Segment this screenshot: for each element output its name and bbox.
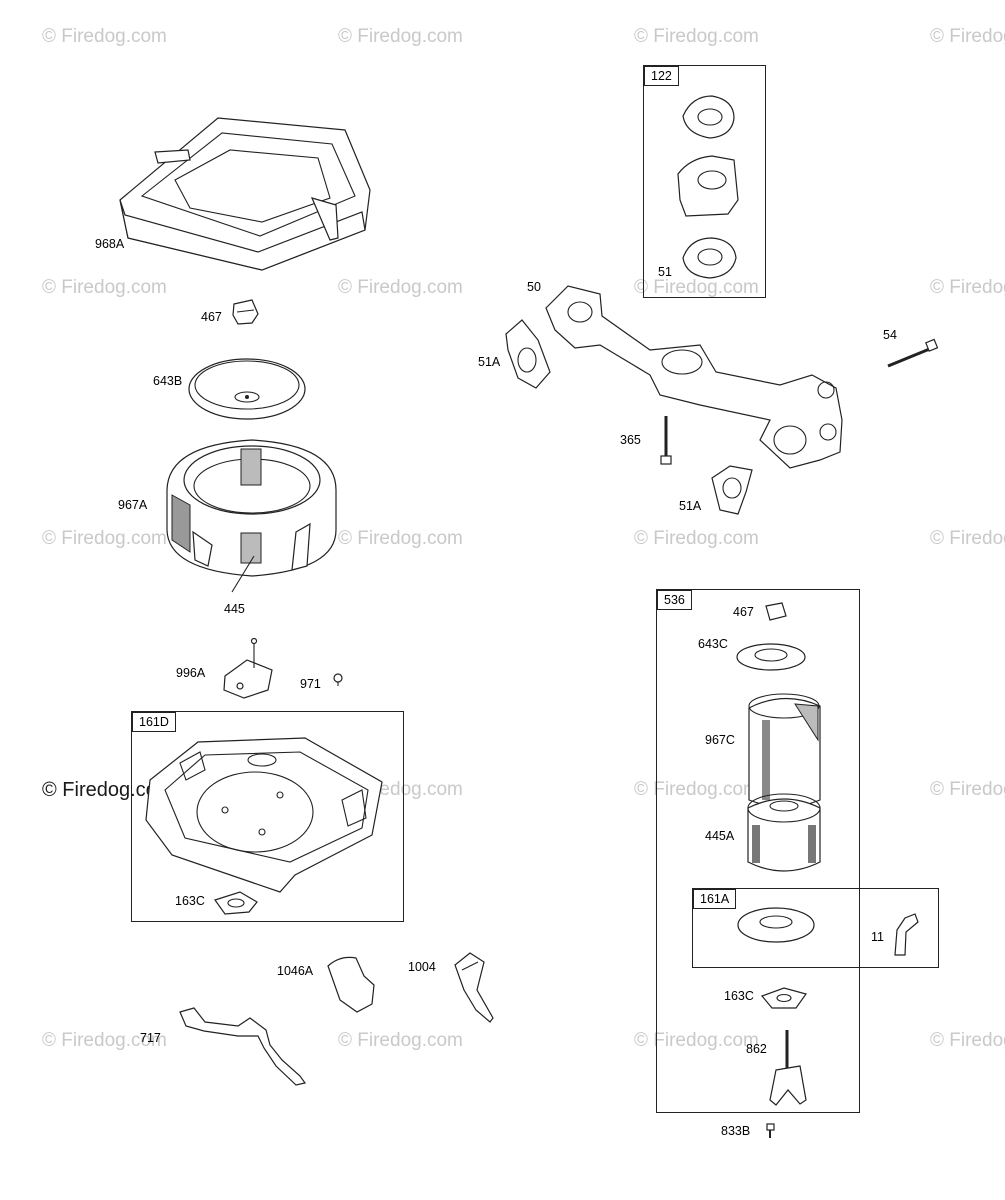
part-label-833b: 833B: [721, 1124, 751, 1138]
watermark: © Firedog.com: [634, 277, 759, 298]
screw-971-drawing: [333, 673, 343, 686]
watermark: © Firedog.com: [930, 528, 1005, 549]
cover-968a-drawing: [119, 117, 371, 271]
gasket-163c-left-drawing: [214, 891, 258, 915]
part-label-11: 11: [871, 930, 884, 944]
bolt-365-drawing: [660, 416, 672, 465]
part-label-1004: 1004: [408, 960, 436, 974]
group-box-161a: 161A: [692, 888, 939, 968]
part-label-51a-right: 51A: [679, 499, 702, 513]
watermark: © Firedog.com: [634, 26, 759, 47]
watermark: © Firedog.com: [634, 1030, 759, 1051]
part-label-163c-right: 163C: [724, 989, 754, 1003]
screw-833b-drawing: [766, 1123, 775, 1138]
bolt-54-drawing: [887, 338, 939, 368]
group-box-122: 122: [643, 65, 766, 298]
part-label-163c-left: 163C: [175, 894, 205, 908]
filter-cap-643b-drawing: [188, 358, 306, 420]
watermark: © Firedog.com: [42, 1030, 167, 1051]
gasket-163c-right-drawing: [760, 987, 807, 1009]
base-161d-drawing: [145, 737, 383, 893]
stud-862-drawing: [769, 1030, 807, 1106]
group-tag-122: 122: [644, 66, 679, 86]
cap-643c-drawing: [736, 643, 806, 671]
gasket-51a-left-drawing: [505, 319, 551, 389]
part-label-365: 365: [620, 433, 641, 447]
part-label-643b: 643B: [153, 374, 183, 388]
watermark: © Firedog.com: [42, 277, 167, 298]
filter-445a-drawing: [747, 793, 821, 872]
knob-467-right-drawing: [765, 602, 787, 621]
base-161a-drawing: [737, 907, 815, 943]
part-label-51a-left: 51A: [478, 355, 501, 369]
group-tag-536: 536: [657, 590, 692, 610]
part-label-971: 971: [300, 677, 321, 691]
part-label-50: 50: [527, 280, 541, 294]
manifold-50-drawing: [545, 285, 843, 469]
part-label-717: 717: [140, 1031, 161, 1045]
watermark: © Firedog.com: [338, 277, 463, 298]
bracket-1004-drawing: [454, 952, 494, 1023]
part-label-862: 862: [746, 1042, 767, 1056]
watermark: © Firedog.com: [930, 779, 1005, 800]
part-label-996a: 996A: [176, 666, 206, 680]
watermark: © Firedog.com: [930, 277, 1005, 298]
shield-1046a-drawing: [327, 956, 375, 1013]
part-label-467: 467: [201, 310, 222, 324]
bracket-996a-drawing: [223, 637, 273, 699]
part-label-445a: 445A: [705, 829, 735, 843]
gasket-stack-122-drawing: [677, 95, 739, 279]
watermark: © Firedog.com: [338, 528, 463, 549]
part-label-51: 51: [658, 265, 672, 279]
watermark-featured: © Firedog.com: [42, 779, 174, 801]
watermark: © Firedog.com: [634, 779, 759, 800]
watermark: © Firedog.com: [634, 528, 759, 549]
watermark: © Firedog.com: [930, 26, 1005, 47]
group-box-161d: 161D: [131, 711, 404, 922]
pre-cleaner-967c-drawing: [748, 693, 821, 808]
watermark: © Firedog.com: [42, 26, 167, 47]
group-tag-161a: 161A: [693, 889, 737, 909]
group-box-536: 536: [656, 589, 860, 1113]
watermark: © Firedog.com: [338, 26, 463, 47]
pre-cleaner-967a-drawing: [166, 439, 337, 593]
bracket-717-drawing: [179, 1007, 307, 1086]
knob-467-drawing: [232, 299, 259, 325]
tube-11-drawing: [894, 913, 919, 956]
part-label-445: 445: [224, 602, 245, 616]
part-label-467-right: 467: [733, 605, 754, 619]
watermark: © Firedog.com: [930, 1030, 1005, 1051]
part-label-968a: 968A: [95, 237, 125, 251]
part-label-1046a: 1046A: [277, 964, 314, 978]
group-tag-161d: 161D: [132, 712, 176, 732]
part-label-54: 54: [883, 328, 897, 342]
watermark: © Firedog.com: [42, 528, 167, 549]
part-label-967a: 967A: [118, 498, 148, 512]
watermark: © Firedog.com: [338, 1030, 463, 1051]
part-label-967c: 967C: [705, 733, 735, 747]
gasket-51a-right-drawing: [711, 465, 753, 515]
part-label-643c: 643C: [698, 637, 728, 651]
